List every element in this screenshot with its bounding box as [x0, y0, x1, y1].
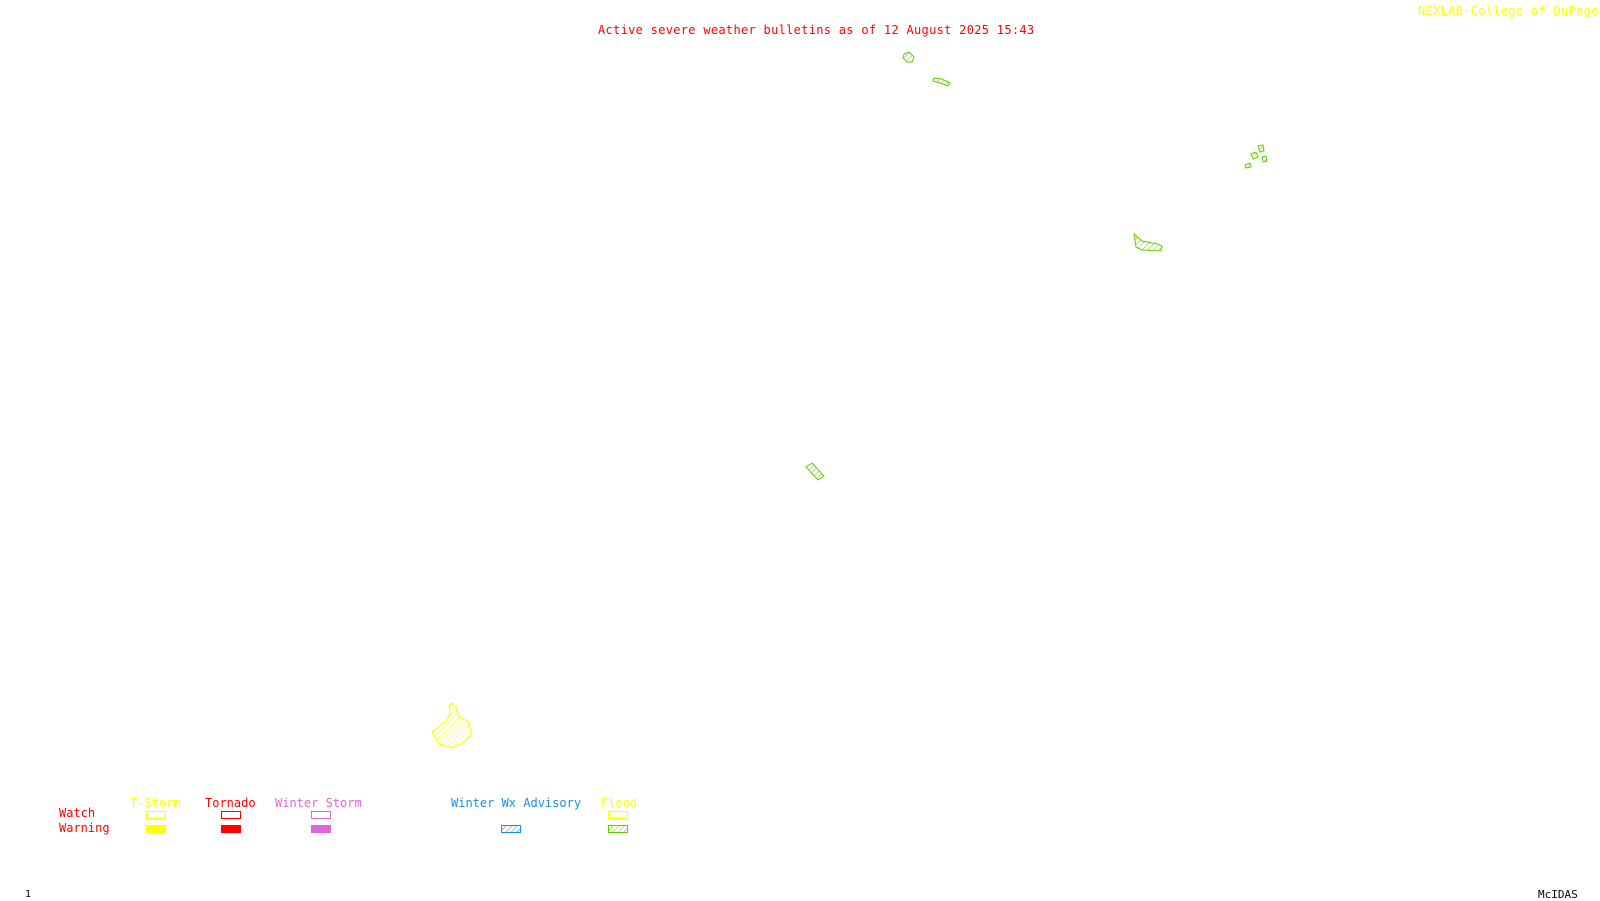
frame-number: 1: [25, 889, 32, 900]
legend-swatch-tornado-watch: [221, 811, 241, 819]
legend-swatch-winter-storm-watch: [311, 811, 331, 819]
credit-text: NEXLAB-College of DuPage: [1418, 4, 1599, 18]
flood-area-central-strip: [805, 462, 825, 481]
map-title: Active severe weather bulletins as of 12…: [598, 23, 1035, 37]
legend-swatch-tstorm-watch: [146, 811, 166, 819]
legend-label-tstorm: T-Storm: [130, 796, 181, 810]
legend-swatch-flood-watch: [608, 811, 628, 819]
legend-row-watch: Watch: [59, 806, 96, 820]
flood-area-northeast-cluster: [1244, 144, 1268, 169]
flood-area-north-2: [932, 77, 951, 87]
legend-row-warning: Warning: [59, 821, 110, 835]
flood-area-north-1: [902, 51, 915, 63]
credit-label: NEXLAB-College of DuPage: [1418, 4, 1600, 18]
legend-swatch-winter-storm-warning: [311, 825, 331, 833]
tstorm-area-southwest: [431, 702, 473, 749]
legend-swatch-winter-advisory-warning: [501, 825, 521, 833]
flood-area-northeast-wedge: [1133, 232, 1163, 252]
legend-label-winter-advisory: Winter Wx Advisory: [451, 796, 582, 810]
legend-label-winter-storm: Winter Storm: [275, 796, 362, 810]
legend-swatch-flood-warning: [608, 825, 628, 833]
legend-swatch-tstorm-warning: [146, 825, 166, 833]
legend-label-tornado: Tornado: [205, 796, 256, 810]
software-label: McIDAS: [1538, 888, 1578, 901]
legend-swatch-tornado-warning: [221, 825, 241, 833]
legend-label-flood: Flood: [601, 796, 638, 810]
